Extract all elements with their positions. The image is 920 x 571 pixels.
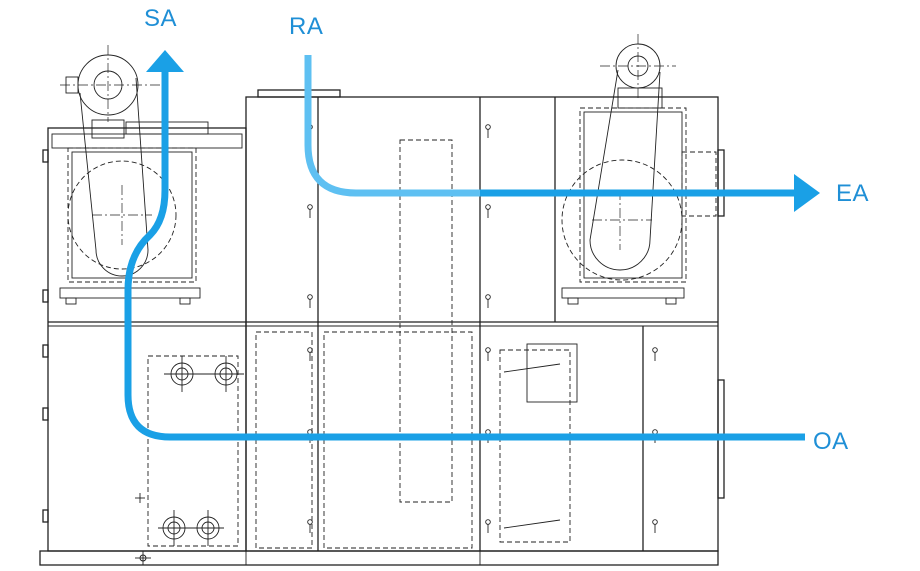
coil-section: [255, 139, 578, 549]
label-return-air: RA: [289, 13, 324, 40]
label-supply-air: SA: [144, 5, 178, 32]
exhaust-air-arrowhead: [794, 174, 820, 212]
label-outdoor-air: OA: [813, 428, 849, 455]
supply-air-path: [124, 70, 805, 441]
supply-air-arrowhead: [146, 50, 184, 72]
pipe-fittings: [135, 355, 244, 565]
supply-fan: [51, 45, 243, 305]
return-air-path: [304, 55, 800, 197]
airflow-paths: [124, 50, 820, 441]
label-exhaust-air: EA: [836, 180, 870, 207]
unit-housing: [39, 89, 725, 566]
exhaust-fan: [561, 34, 717, 305]
door-handles: [307, 124, 658, 533]
